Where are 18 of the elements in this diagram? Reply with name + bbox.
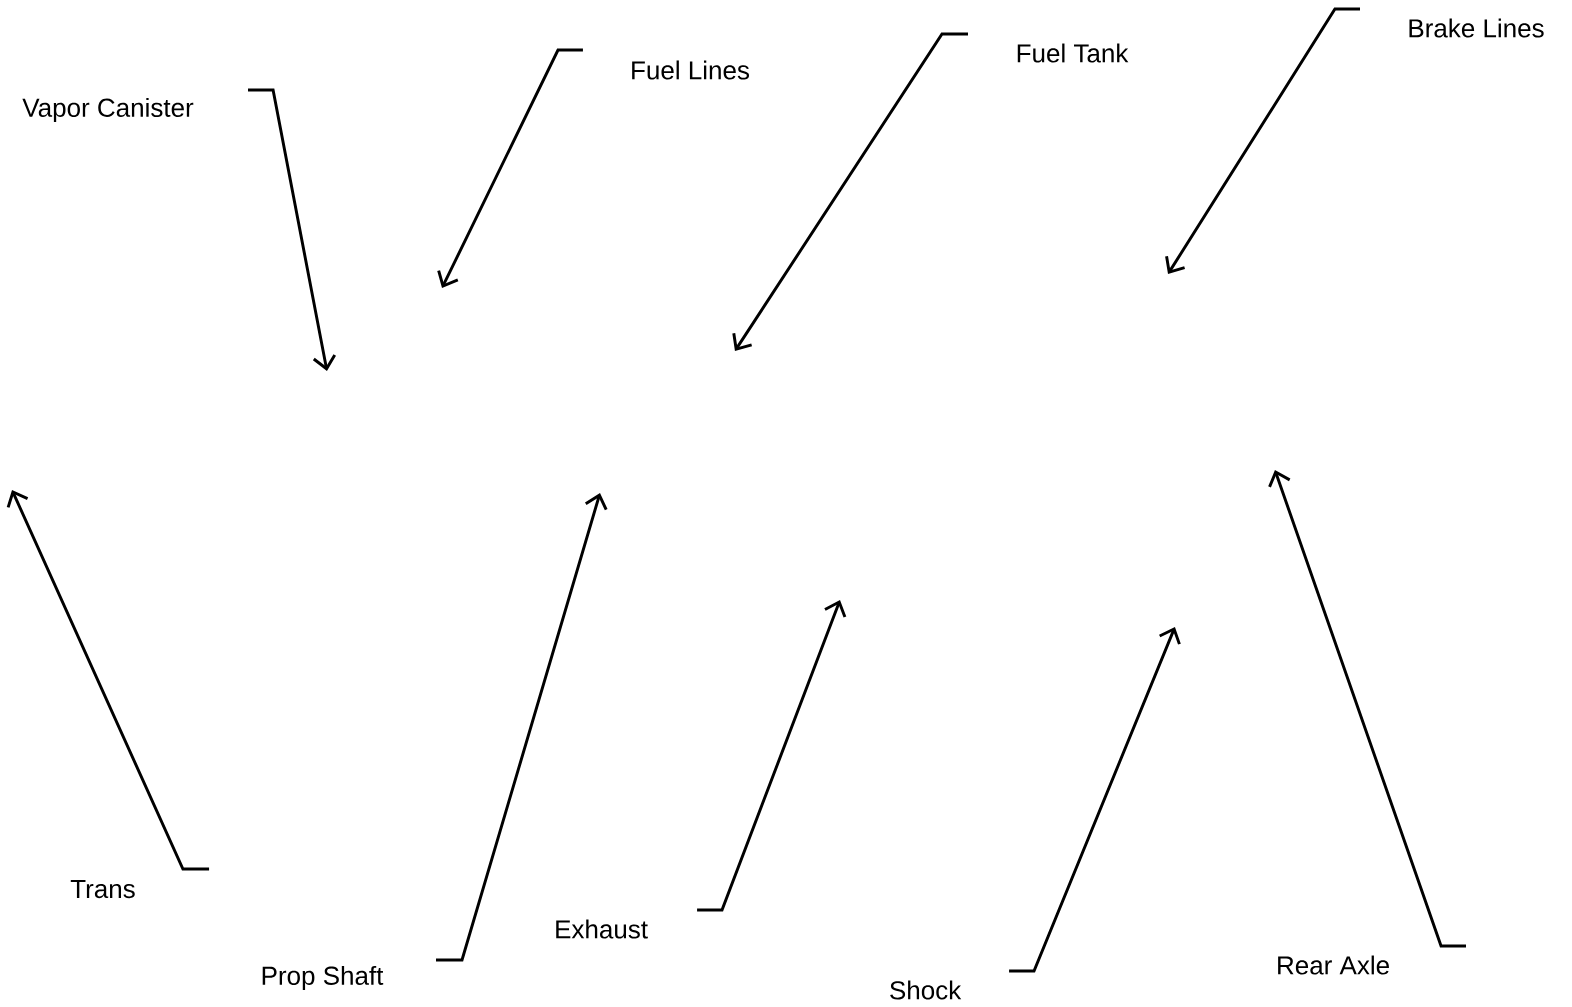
part-label: Vapor Canister bbox=[22, 97, 194, 123]
leader-line bbox=[1009, 626, 1181, 973]
part-label: Fuel Lines bbox=[632, 60, 749, 80]
part-label: Trans bbox=[70, 880, 135, 899]
part-label: Brake Lines bbox=[1409, 18, 1544, 38]
leader-line bbox=[436, 493, 608, 962]
part-label: Rear Axle bbox=[1278, 955, 1389, 975]
leader-line bbox=[732, 32, 968, 351]
leader-line bbox=[1268, 470, 1466, 948]
leader-line bbox=[697, 600, 847, 912]
part-label: Prop Shaft bbox=[262, 965, 384, 991]
leader-line bbox=[437, 48, 583, 288]
part-label: Exhaust bbox=[556, 919, 648, 939]
leader-line bbox=[6, 490, 210, 871]
leader-line bbox=[1165, 7, 1360, 274]
leader-line bbox=[248, 88, 336, 371]
part-label: Fuel Tank bbox=[1017, 43, 1129, 63]
part-label: Shock bbox=[890, 980, 962, 1000]
